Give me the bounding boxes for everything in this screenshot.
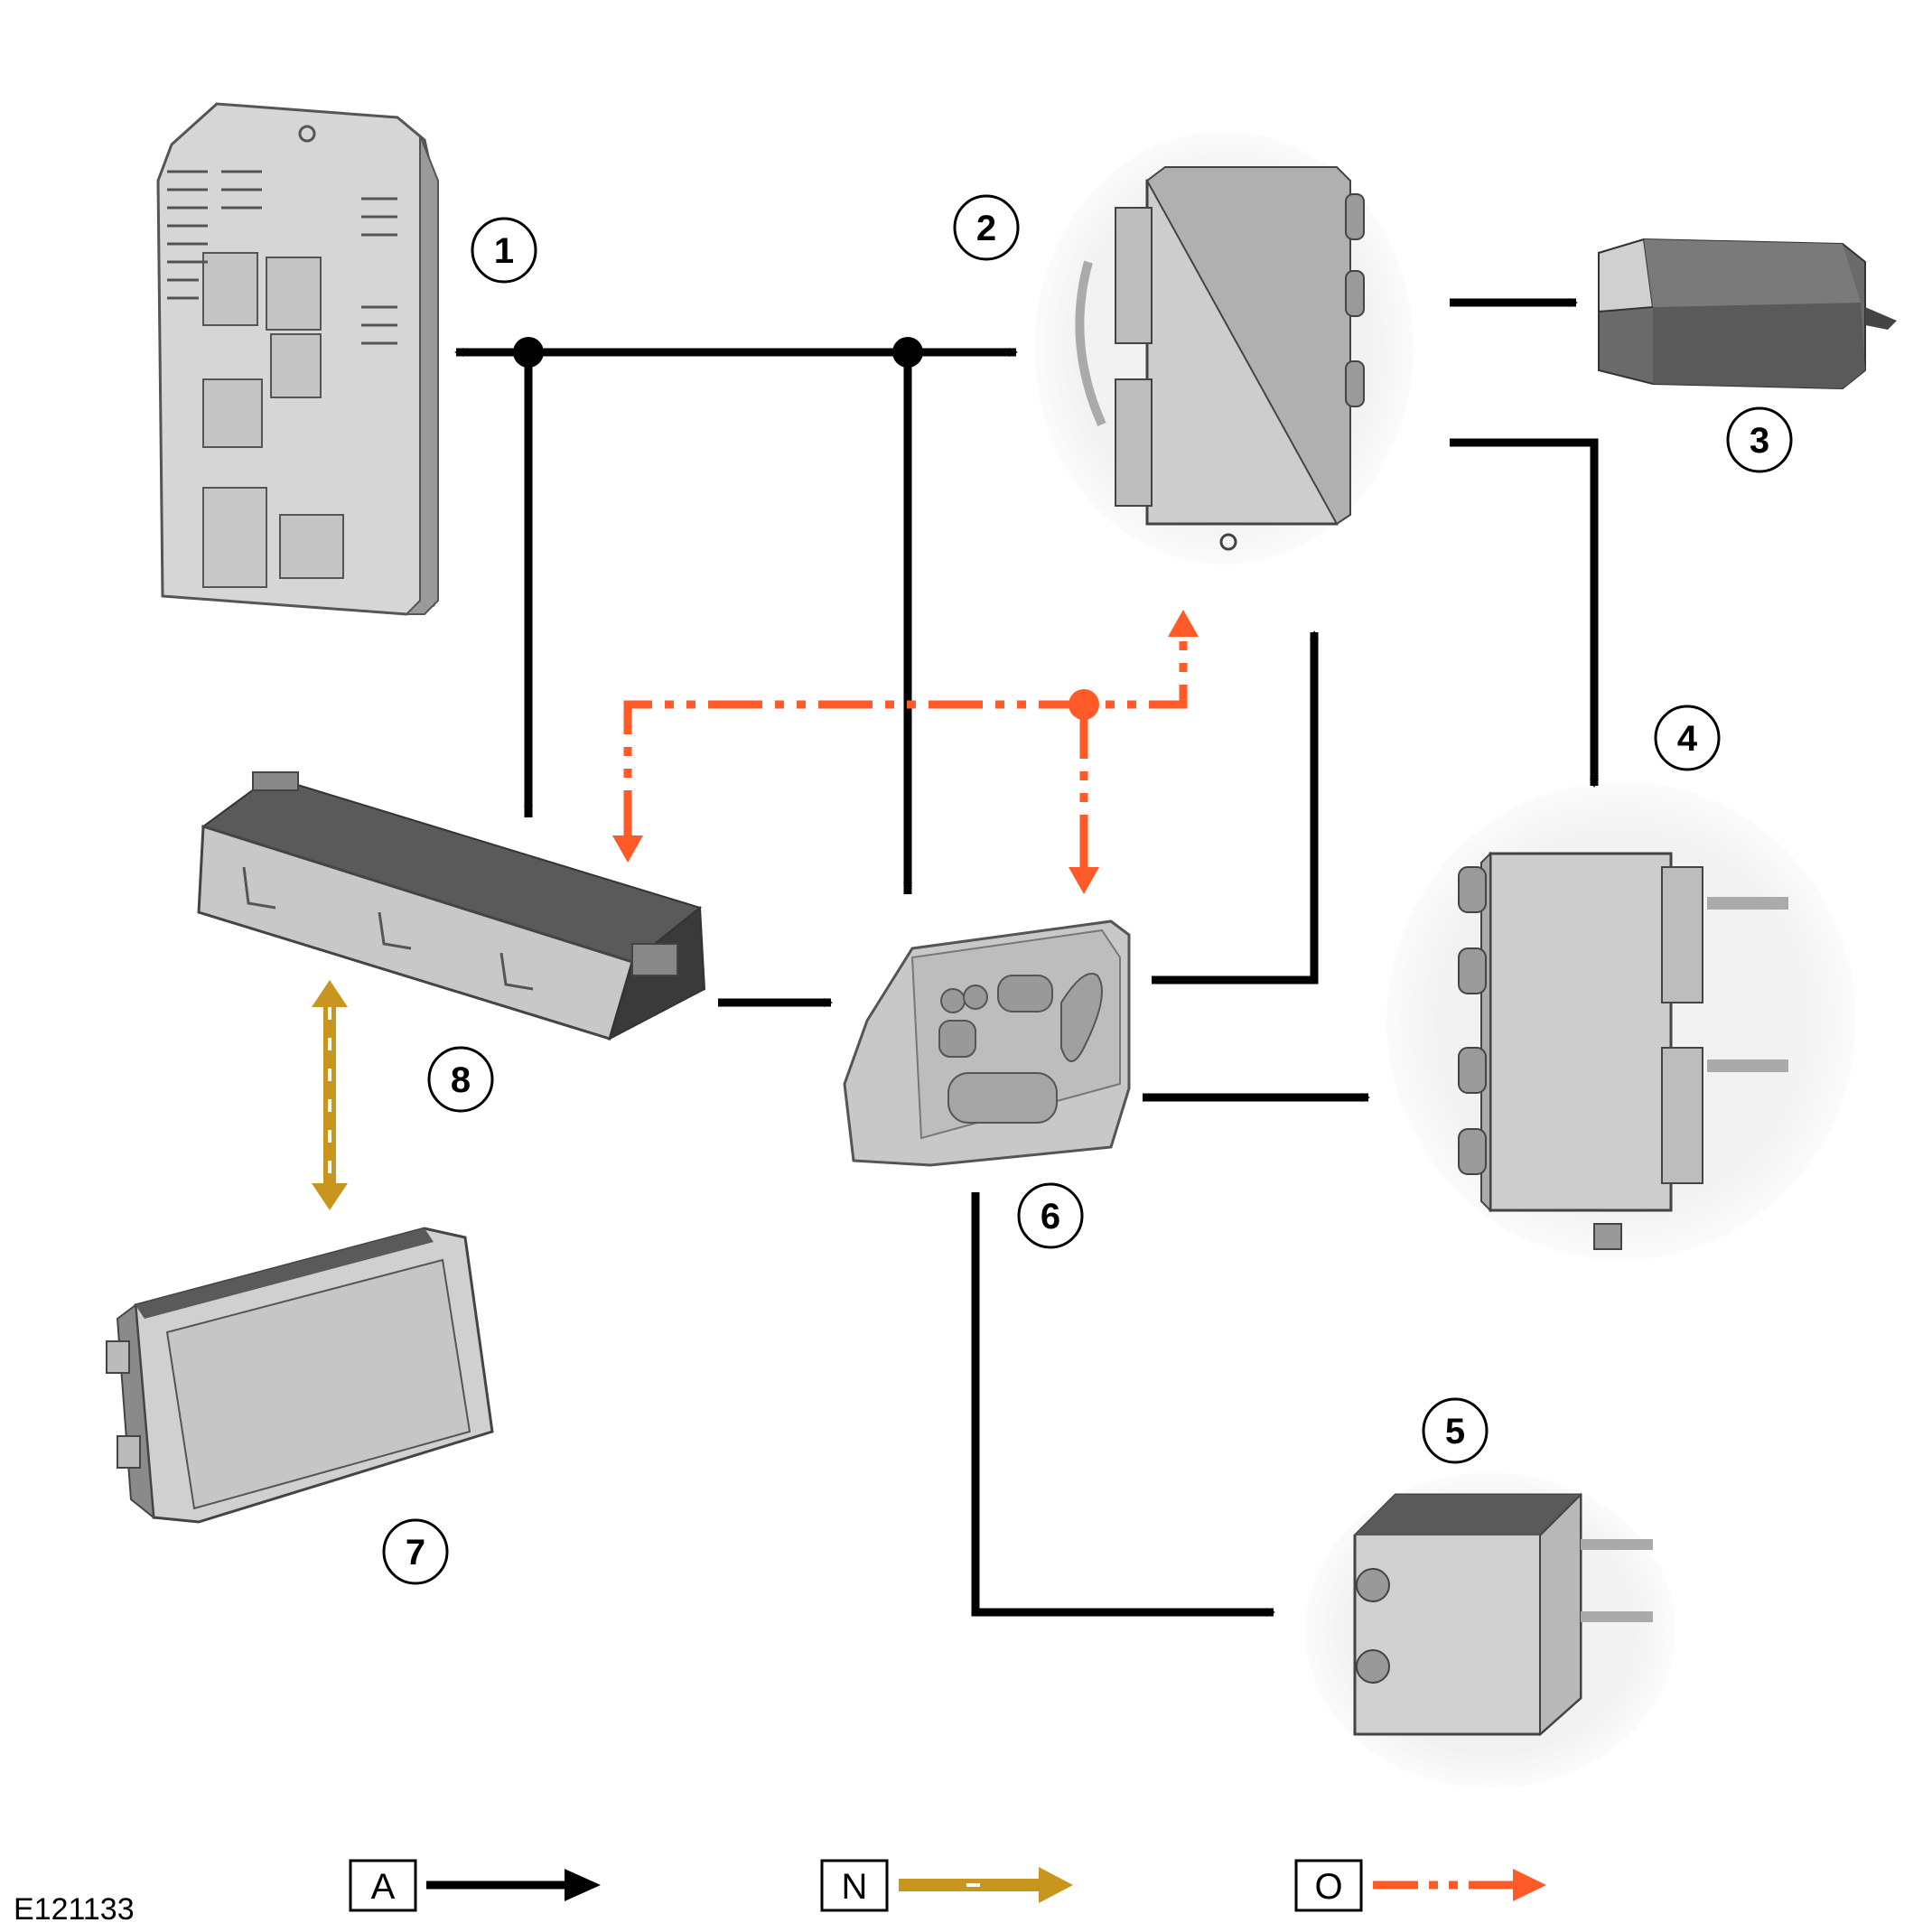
svg-text:2: 2	[976, 209, 996, 248]
svg-text:4: 4	[1677, 719, 1698, 759]
component-8-control-module	[197, 771, 706, 1041]
component-4-seat-module	[1386, 781, 1856, 1260]
junction-dot	[513, 337, 544, 368]
svg-text:3: 3	[1750, 421, 1769, 461]
callout-2: 2	[953, 194, 1020, 261]
callout-4: 4	[1654, 705, 1721, 771]
connections-o	[623, 632, 1188, 885]
svg-text:8: 8	[451, 1060, 471, 1100]
line-2-to-4	[1450, 438, 1599, 777]
junction-dots	[513, 337, 923, 368]
figure-id: E121133	[14, 1892, 135, 1927]
component-6-seat-switch	[843, 919, 1131, 1167]
seat-module-icon	[1353, 1492, 1653, 1737]
callout-3: 3	[1726, 406, 1793, 473]
svg-text:1: 1	[494, 231, 514, 271]
svg-text:7: 7	[406, 1533, 425, 1573]
svg-text:N: N	[842, 1867, 868, 1907]
seat-module-icon	[1458, 851, 1788, 1250]
callouts: 1 2 3 4 5 6 7 8	[382, 194, 1793, 1585]
component-5-seat-module	[1305, 1472, 1675, 1788]
connections-a	[454, 298, 1599, 1617]
line-o-8-2	[623, 632, 1188, 845]
junction-dot	[892, 337, 923, 368]
legend-item-n: N	[820, 1859, 1073, 1912]
legend-item-a: A	[349, 1859, 601, 1912]
component-3-lumbar-pump	[1598, 238, 1897, 390]
callout-8: 8	[427, 1046, 494, 1113]
touch-screen-icon	[106, 1227, 494, 1524]
legend: A N O	[349, 1859, 1546, 1912]
svg-text:6: 6	[1041, 1197, 1060, 1237]
component-1-fuse-box	[156, 102, 439, 616]
callout-1: 1	[471, 217, 537, 284]
svg-text:O: O	[1314, 1867, 1342, 1907]
fuse-box-icon	[156, 102, 439, 616]
component-7-touch-screen	[106, 1227, 494, 1524]
legend-item-o: O	[1294, 1859, 1546, 1912]
seat-module-icon	[1075, 166, 1365, 551]
seat-switch-icon	[843, 919, 1131, 1167]
svg-text:5: 5	[1445, 1412, 1465, 1451]
control-module-icon	[197, 771, 706, 1041]
callout-7: 7	[382, 1518, 449, 1585]
o-arrowheads	[612, 610, 1199, 894]
line-6-to-2	[1152, 641, 1319, 985]
component-2-seat-module	[1034, 131, 1414, 565]
lumbar-pump-icon	[1598, 238, 1897, 390]
callout-5: 5	[1422, 1397, 1489, 1464]
line-6-to-5	[971, 1192, 1260, 1617]
connection-n-8-7	[312, 980, 348, 1210]
svg-text:A: A	[371, 1867, 396, 1907]
callout-6: 6	[1017, 1182, 1084, 1249]
